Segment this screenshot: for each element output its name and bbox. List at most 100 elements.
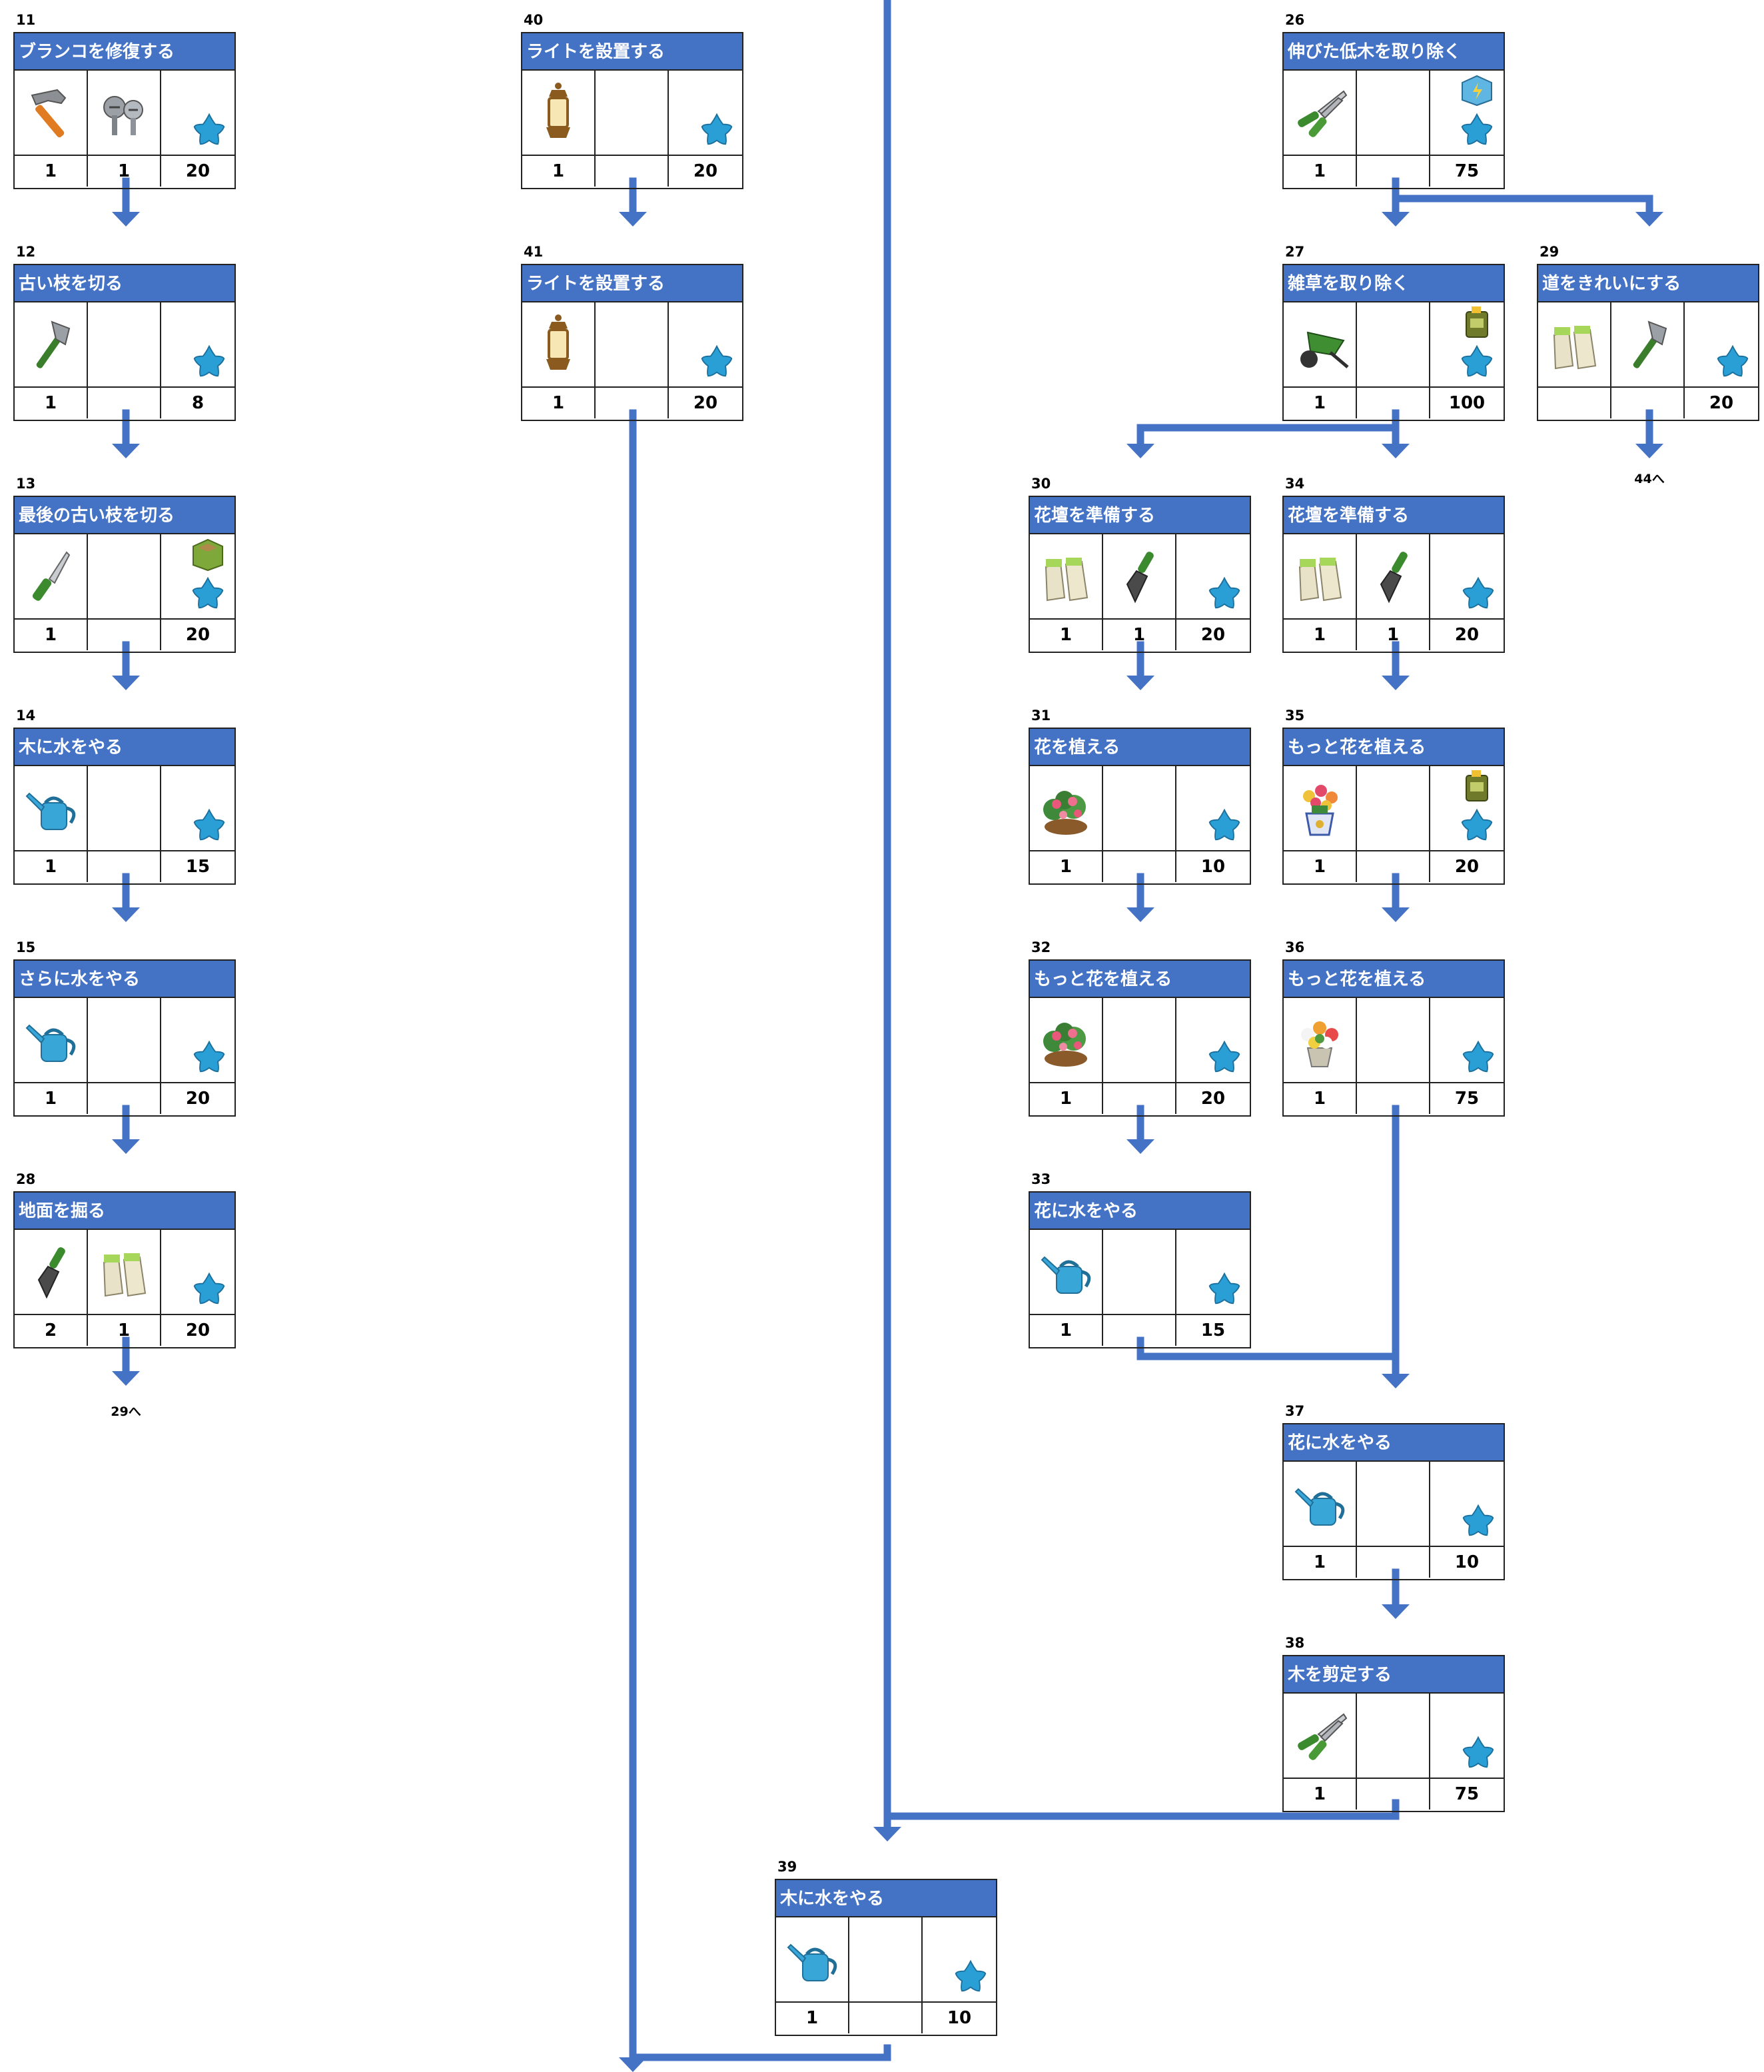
item-count: 1: [15, 851, 88, 882]
item-count: 1: [15, 156, 88, 187]
task-title: 雑草を取り除く: [1284, 265, 1504, 302]
flower-pot-icon: [1284, 766, 1356, 850]
task-number: 32: [1031, 939, 1051, 955]
screws-icon: [88, 71, 160, 155]
item-slot: [15, 534, 88, 620]
task-number: 38: [1285, 1635, 1305, 1651]
task-title: 木に水をやる: [776, 1880, 996, 1917]
item-slot: [1357, 1462, 1430, 1547]
reward-stars: 20: [693, 161, 718, 181]
reward-stars: 20: [185, 161, 211, 181]
item-count-empty: [88, 388, 161, 418]
task-title: 最後の古い枝を切る: [15, 497, 234, 534]
item-slot: [15, 1230, 88, 1315]
item-slot: [776, 1917, 849, 2003]
item-count: 1: [1284, 156, 1357, 187]
trowel-icon: [15, 1230, 87, 1314]
item-count: [1611, 388, 1685, 418]
arrow-head: [1126, 907, 1154, 922]
task-title: さらに水をやる: [15, 961, 234, 998]
item-count-empty: [1357, 156, 1430, 187]
arrow-head: [1382, 1604, 1410, 1619]
reward-slot: [1430, 766, 1504, 851]
arrow-head: [1382, 444, 1410, 458]
arrow-head: [1382, 1374, 1410, 1388]
star-icon: [953, 1959, 988, 1996]
item-slot: [596, 71, 669, 156]
wheelbarrow-icon: [1284, 302, 1356, 386]
item-count-empty: [1357, 1083, 1430, 1114]
reward-stars: 15: [185, 857, 211, 877]
star-icon: [1207, 576, 1242, 613]
star-icon: [1460, 112, 1494, 149]
item-count: 1: [15, 620, 88, 650]
arrow-head: [1126, 676, 1154, 690]
arrow-head: [1635, 444, 1663, 458]
reward-slot: [1430, 534, 1504, 620]
star-icon: [192, 1271, 226, 1308]
task-number: 39: [777, 1859, 797, 1875]
item-slot: [1103, 1230, 1176, 1315]
gloves-icon: [1538, 302, 1610, 386]
star-icon: [1460, 807, 1494, 845]
star-icon: [1460, 344, 1494, 381]
item-count: [1538, 388, 1611, 418]
item-slot: [1357, 998, 1430, 1083]
arrow-head: [873, 1827, 901, 1841]
item-slot: [88, 302, 161, 388]
task-number: 35: [1285, 708, 1305, 724]
item-count: 2: [15, 1315, 88, 1346]
reward-stars: 20: [693, 393, 718, 413]
reward-stars: 20: [1200, 625, 1226, 645]
task-title: 伸びた低木を取り除く: [1284, 33, 1504, 71]
task-grid: 20: [1538, 302, 1758, 418]
item-count: 1: [1284, 620, 1357, 650]
gloves-icon: [88, 1230, 160, 1314]
item-slot: [1284, 534, 1357, 620]
reward-stars: 10: [947, 2008, 972, 2028]
reward-stars: 10: [1454, 1552, 1480, 1572]
item-slot: [15, 302, 88, 388]
reward-stars: 20: [1454, 625, 1480, 645]
reward-slot: [669, 302, 742, 388]
gloves-icon: [1030, 534, 1102, 618]
item-count: 1: [88, 156, 161, 187]
item-count: 1: [1284, 1083, 1357, 1114]
arrow-head: [112, 676, 140, 690]
energy-box-icon: [1458, 71, 1496, 111]
reward-slot: [1176, 1230, 1250, 1315]
